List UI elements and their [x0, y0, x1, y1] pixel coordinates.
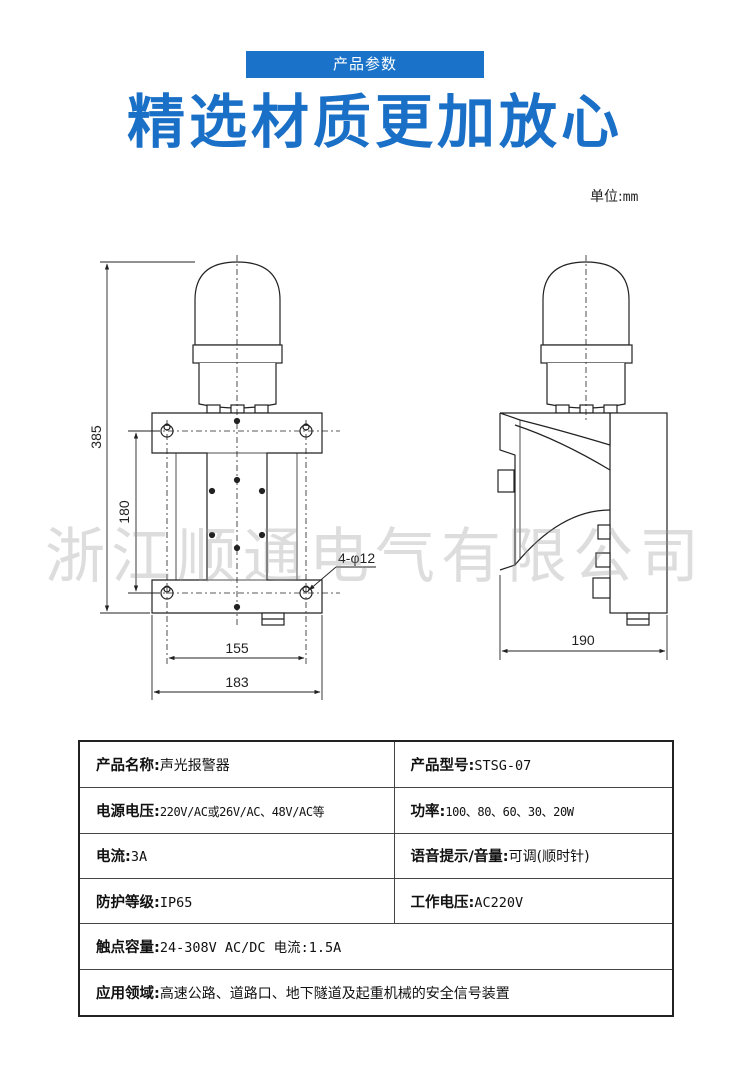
spec-value-name: 声光报警器	[159, 758, 230, 774]
dim-label-180: 180	[116, 500, 132, 524]
front-housing-outline	[175, 452, 298, 581]
spec-cell-contact: 触点容量:24-308V AC/DC 电流:1.5A	[78, 923, 674, 970]
spec-row: 电流:3A 语音提示/音量:可调(顺时针)	[78, 832, 674, 879]
spec-cell-current: 电流:3A	[78, 832, 395, 879]
spec-value-model: STSG-07	[474, 758, 532, 774]
spec-value-voice: 可调(顺时针)	[508, 849, 590, 866]
front-dimensions	[100, 261, 376, 700]
side-body-box	[609, 412, 668, 614]
spec-value-power: 100、80、60、30、20W	[445, 804, 574, 819]
spec-label-name: 产品名称:	[96, 758, 160, 774]
side-view	[497, 255, 668, 626]
technical-drawing: 385 180 155 183 4-φ12 190	[88, 255, 668, 700]
spec-value-current: 3A	[130, 849, 148, 866]
unit-value: mm	[622, 190, 639, 205]
spec-cell-voice: 语音提示/音量:可调(顺时针)	[393, 832, 674, 879]
spec-label-protection: 防护等级:	[96, 894, 160, 911]
side-knob-top	[597, 524, 611, 540]
spec-label-power: 功率:	[410, 803, 446, 820]
spec-label-voice: 语音提示/音量:	[410, 849, 509, 866]
spec-value-protection: IP65	[159, 894, 193, 911]
spec-cell-power-supply: 电源电压:220V/AC或26V/AC、48V/AC等	[78, 787, 395, 834]
spec-row: 应用领域:高速公路、道路口、地下隧道及起重机械的安全信号装置	[78, 968, 674, 1017]
unit-label: 单位:	[590, 189, 623, 205]
dim-leader-hole	[308, 566, 337, 591]
spec-label-contact: 触点容量:	[96, 940, 160, 957]
spec-row: 产品名称:声光报警器 产品型号:STSG-07	[78, 740, 674, 789]
spec-row: 触点容量:24-308V AC/DC 电流:1.5A	[78, 923, 674, 970]
spec-label-application: 应用领域:	[96, 985, 160, 1002]
spec-table: 产品名称:声光报警器 产品型号:STSG-07 电源电压:220V/AC或26V…	[78, 740, 674, 1017]
spec-cell-power: 功率:100、80、60、30、20W	[393, 787, 674, 834]
side-knob-middle	[595, 552, 611, 568]
dim-label-hole: 4-φ12	[338, 550, 375, 566]
dim-label-385: 385	[88, 425, 104, 449]
spec-cell-model: 产品型号:STSG-07	[393, 740, 674, 789]
side-knob-bottom	[592, 577, 611, 599]
spec-cell-protection: 防护等级:IP65	[78, 877, 395, 925]
side-horn-mouth	[497, 469, 515, 493]
section-badge: 产品参数	[246, 51, 484, 78]
unit-note: 单位:mm	[590, 186, 638, 206]
dim-label-190: 190	[571, 632, 595, 648]
side-beacon-dome	[542, 261, 630, 346]
spec-row: 电源电压:220V/AC或26V/AC、48V/AC等 功率:100、80、60…	[78, 787, 674, 834]
spec-value-application: 高速公路、道路口、地下隧道及起重机械的安全信号装置	[159, 985, 510, 1002]
spec-value-work-voltage: AC220V	[474, 894, 524, 911]
front-beacon-dome	[194, 261, 281, 346]
spec-value-contact: 24-308V AC/DC 电流:1.5A	[159, 940, 342, 957]
spec-label-current: 电流:	[96, 849, 131, 866]
dim-label-155: 155	[225, 640, 249, 656]
spec-label-power-supply: 电源电压:	[96, 803, 160, 820]
spec-cell-work-voltage: 工作电压:AC220V	[393, 877, 674, 925]
front-view	[140, 255, 340, 665]
side-dimensions	[499, 575, 668, 660]
page-headline: 精选材质更加放心	[126, 88, 623, 156]
front-beacon-base	[198, 363, 277, 409]
front-beacon-ring	[192, 344, 283, 364]
spec-label-work-voltage: 工作电压:	[410, 894, 475, 911]
spec-row: 防护等级:IP65 工作电压:AC220V	[78, 877, 674, 925]
dim-label-183: 183	[225, 674, 249, 690]
spec-label-model: 产品型号:	[410, 758, 475, 774]
spec-value-power-supply: 220V/AC或26V/AC、48V/AC等	[159, 804, 325, 819]
spec-cell-name: 产品名称:声光报警器	[78, 740, 395, 789]
spec-cell-application: 应用领域:高速公路、道路口、地下隧道及起重机械的安全信号装置	[78, 968, 674, 1017]
